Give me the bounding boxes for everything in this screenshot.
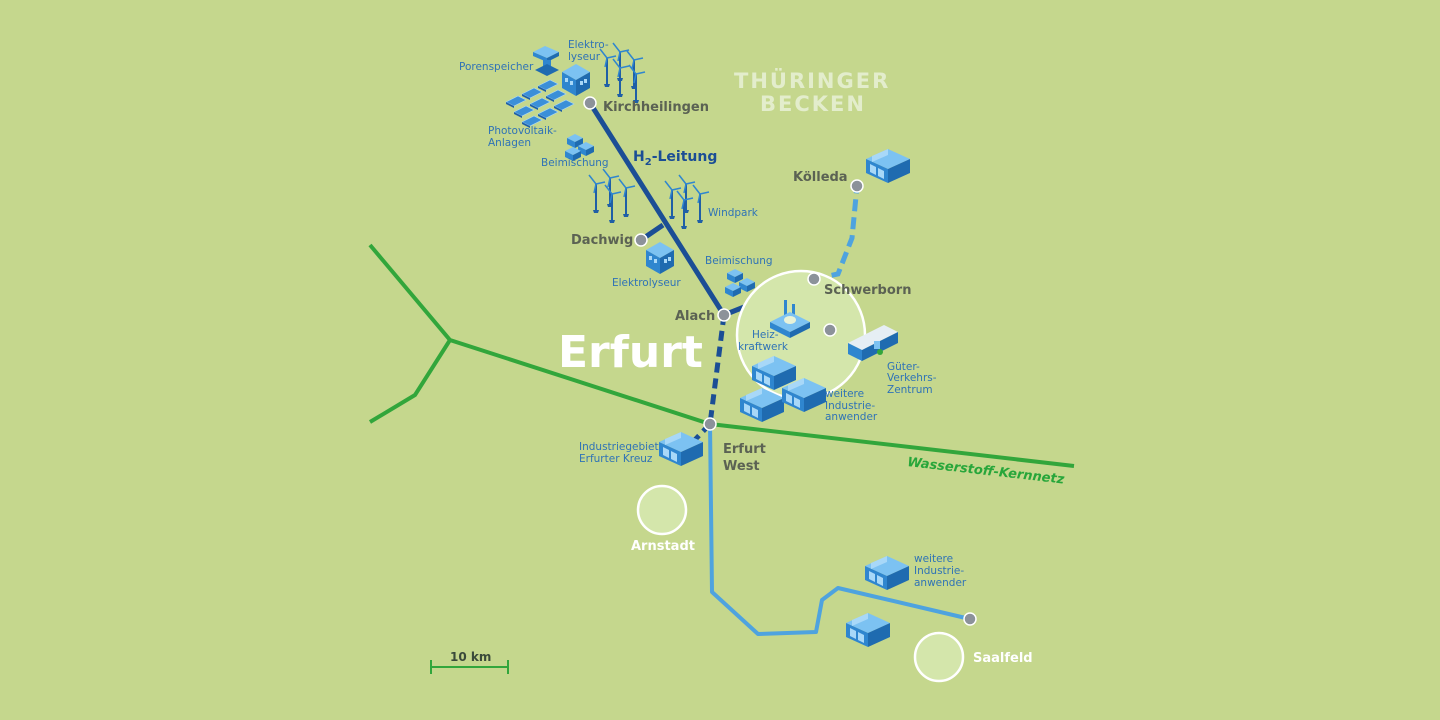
label-industrie-south-2: Industrie- <box>914 565 964 577</box>
node-kirchheilingen[interactable] <box>583 96 597 110</box>
node-erfurt-west[interactable] <box>703 417 717 431</box>
label-industrie-mid-1: weitere <box>825 388 864 400</box>
label-gvz-3: Zentrum <box>887 384 933 396</box>
pipeline-nodes <box>583 96 977 626</box>
label-industrie-south-3: anwender <box>914 577 967 589</box>
label-windpark: Windpark <box>708 207 759 219</box>
kernnetz-line-main <box>368 243 1075 468</box>
label-gvz-2: Verkehrs- <box>887 372 937 384</box>
region-label-line1: THÜRINGER <box>734 68 890 93</box>
pipeline-koelleda-dashed <box>813 185 860 282</box>
label-erfurt-west-2: West <box>723 459 760 474</box>
node-saalfeld[interactable] <box>963 612 977 626</box>
node-heizkraftwerk[interactable] <box>823 323 837 337</box>
label-alach: Alach <box>675 309 715 324</box>
heizkraftwerk-icon <box>770 300 810 338</box>
node-schwerborn[interactable] <box>807 272 821 286</box>
label-elektrolyseur-top-2: lyseur <box>568 51 601 63</box>
label-industriegebiet-1: Industriegebiet <box>579 441 659 453</box>
elektrolyseur-mid-icon <box>646 242 674 274</box>
label-saalfeld: Saalfeld <box>973 651 1033 666</box>
label-erfurt-west-1: Erfurt <box>723 442 766 457</box>
scale-label: 10 km <box>450 650 491 664</box>
label-koelleda: Kölleda <box>793 170 848 185</box>
label-beimischung-mid: Beimischung <box>705 255 773 267</box>
label-photovoltaik-2: Anlagen <box>488 137 531 149</box>
label-elektrolyseur-mid: Elektrolyseur <box>612 277 681 289</box>
beimischung-mid-icon <box>725 269 755 297</box>
label-gvz-1: Güter- <box>887 361 920 373</box>
label-industrie-south-1: weitere <box>914 553 953 565</box>
label-kirchheilingen: Kirchheilingen <box>603 100 709 115</box>
label-industriegebiet-2: Erfurter Kreuz <box>579 453 653 465</box>
gvz-icon <box>848 325 898 361</box>
h2-leitung-label: H2-Leitung <box>633 149 717 168</box>
pipeline-saalfeld <box>708 423 971 636</box>
saalfeld-city-area <box>913 631 965 683</box>
main-city-label: Erfurt <box>558 327 703 378</box>
label-beimischung-top: Beimischung <box>541 157 609 169</box>
label-industrie-mid-2: Industrie- <box>825 400 875 412</box>
label-porenspeicher: Porenspeicher <box>459 61 534 73</box>
kernnetz-line-branch <box>368 338 452 424</box>
label-schwerborn: Schwerborn <box>824 283 911 298</box>
porenspeicher-icon <box>533 46 559 76</box>
node-dachwig[interactable] <box>634 233 648 247</box>
kernnetz-label: Wasserstoff-Kernnetz <box>907 455 1066 488</box>
windpark-top-icon <box>599 42 646 104</box>
label-arnstadt: Arnstadt <box>631 539 695 554</box>
node-koelleda[interactable] <box>850 179 864 193</box>
label-heizkraftwerk-1: Heiz- <box>752 329 779 341</box>
arnstadt-city-area <box>636 484 688 536</box>
node-alach[interactable] <box>717 308 731 322</box>
label-dachwig: Dachwig <box>571 233 633 248</box>
kernnetz-network <box>368 243 1075 468</box>
industrie-south-icon-2 <box>846 613 890 647</box>
scale-bar: 10 km <box>430 650 509 674</box>
industrie-south-icon-1 <box>865 556 909 590</box>
region-label-line2: BECKEN <box>760 92 866 116</box>
industrie-koelleda-icon <box>866 149 910 183</box>
label-photovoltaik-1: Photovoltaik- <box>488 125 557 137</box>
label-industrie-mid-3: anwender <box>825 411 878 423</box>
label-elektrolyseur-top-1: Elektro- <box>568 39 609 51</box>
label-heizkraftwerk-2: kraftwerk <box>738 341 789 353</box>
elektrolyseur-top-icon <box>562 64 590 96</box>
